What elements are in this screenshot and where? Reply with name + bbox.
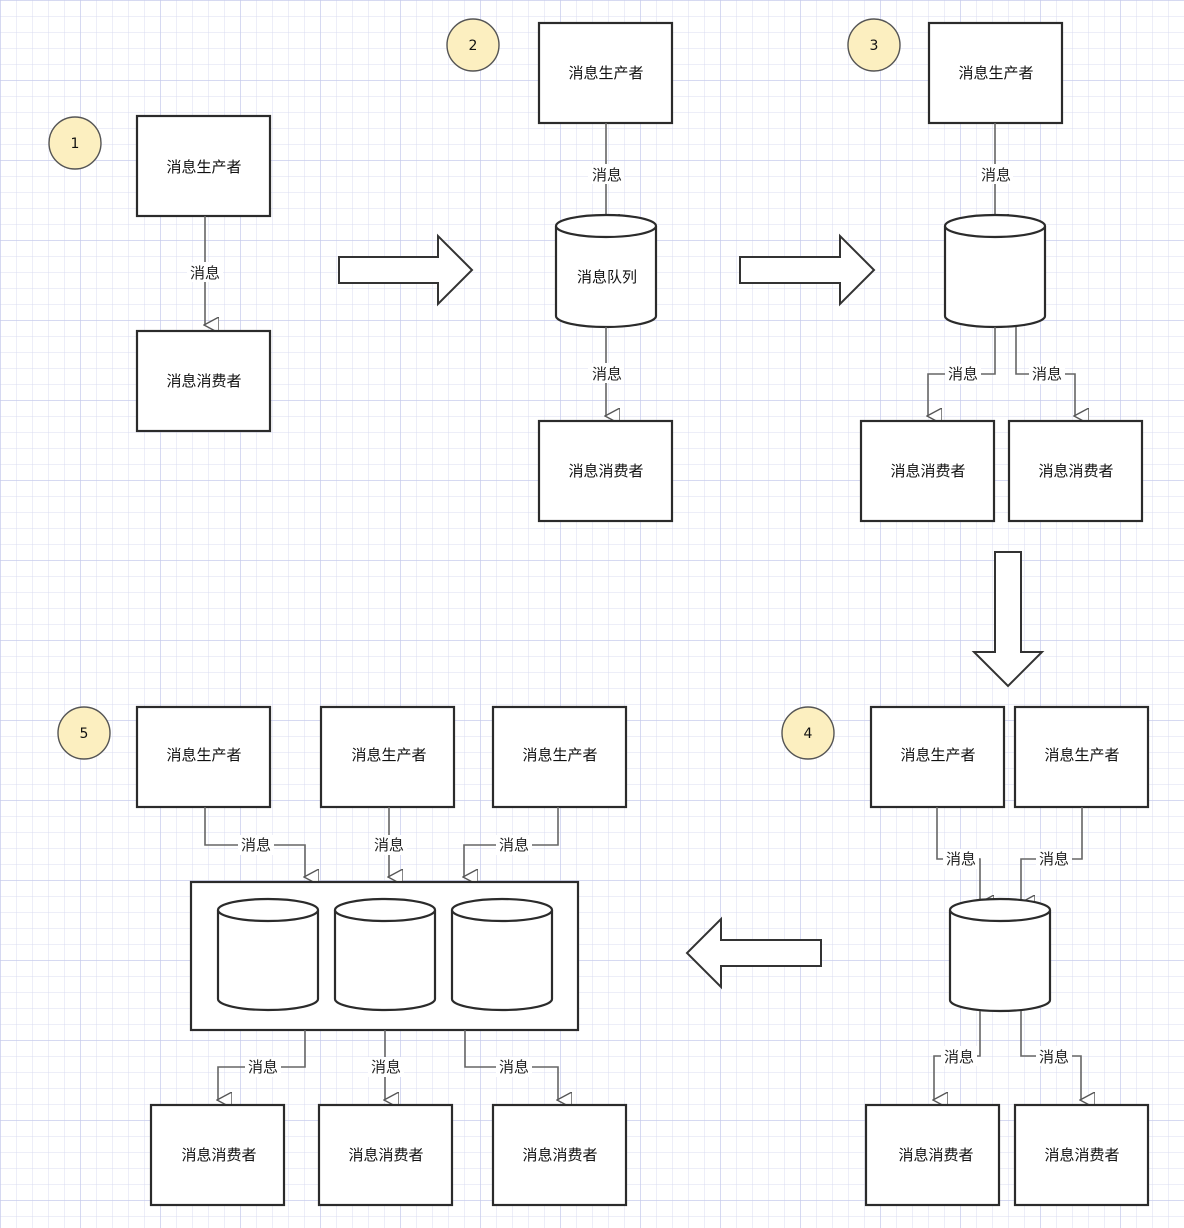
consumer-box[interactable]	[149, 1103, 286, 1207]
consumer-label: 消息消费者	[166, 372, 241, 390]
step-badge-5	[57, 706, 111, 760]
step-number-4: 4	[804, 726, 813, 742]
producer-label: 消息生产者	[900, 746, 975, 764]
message-label: 消息	[948, 365, 978, 383]
message-label: 消息	[1039, 1048, 1069, 1066]
consumer-label: 消息消费者	[898, 1146, 973, 1164]
message-label: 消息	[374, 836, 404, 854]
transition-arrow-left	[685, 916, 822, 990]
message-label: 消息	[499, 1058, 529, 1076]
consumer-box[interactable]	[135, 329, 272, 433]
queue-cylinder[interactable]	[943, 213, 1047, 329]
producer-box[interactable]	[927, 21, 1064, 125]
consumer-box[interactable]	[1007, 419, 1144, 523]
consumer-label: 消息消费者	[890, 462, 965, 480]
producer-label: 消息生产者	[522, 746, 597, 764]
message-label: 消息	[248, 1058, 278, 1076]
message-label: 消息	[190, 264, 220, 282]
consumer-box[interactable]	[317, 1103, 454, 1207]
step-badge-4	[781, 706, 835, 760]
producer-label: 消息生产者	[166, 158, 241, 176]
message-label: 消息	[241, 836, 271, 854]
consumer-box[interactable]	[859, 419, 996, 523]
consumer-label: 消息消费者	[568, 462, 643, 480]
consumer-label: 消息消费者	[1044, 1146, 1119, 1164]
step-badge-3	[847, 18, 901, 72]
step-4: 4 消息生产者 消息生产者 消息 消息 消息 消息 消息消费者 消息消费者	[781, 705, 1150, 1207]
message-label: 消息	[371, 1058, 401, 1076]
producer-label: 消息生产者	[351, 746, 426, 764]
producer-label: 消息生产者	[1044, 746, 1119, 764]
step-number-1: 1	[71, 136, 80, 152]
message-label: 消息	[1032, 365, 1062, 383]
producer-box[interactable]	[491, 705, 628, 809]
step-3: 3 消息生产者 消息 消息 消息 消息消费者 消息消费者	[847, 18, 1144, 523]
producer-box[interactable]	[135, 705, 272, 809]
producer-label: 消息生产者	[166, 746, 241, 764]
step-number-3: 3	[870, 38, 879, 54]
message-label: 消息	[981, 166, 1011, 184]
step-1: 1 消息生产者 消息 消息消费者	[48, 114, 272, 433]
message-label: 消息	[592, 365, 622, 383]
step-number-2: 2	[469, 38, 478, 54]
message-label: 消息	[499, 836, 529, 854]
producer-box[interactable]	[135, 114, 272, 218]
consumer-label: 消息消费者	[1038, 462, 1113, 480]
step-number-5: 5	[80, 726, 89, 742]
consumer-box[interactable]	[864, 1103, 1001, 1207]
consumer-box[interactable]	[1013, 1103, 1150, 1207]
message-label: 消息	[592, 166, 622, 184]
producer-label: 消息生产者	[568, 64, 643, 82]
queue-cylinder[interactable]	[216, 897, 320, 1012]
queue-cylinder[interactable]	[948, 897, 1052, 1013]
consumer-box[interactable]	[491, 1103, 628, 1207]
message-queue-cylinder[interactable]	[554, 213, 658, 329]
step-badge-2	[446, 18, 500, 72]
message-label: 消息	[944, 1048, 974, 1066]
step-2: 2 消息生产者 消息 消息队列 消息 消息消费者	[446, 18, 674, 523]
queue-label: 消息队列	[577, 268, 637, 286]
consumer-label: 消息消费者	[181, 1146, 256, 1164]
message-label: 消息	[946, 850, 976, 868]
transition-arrow-right	[739, 233, 876, 307]
transition-arrow-down	[971, 551, 1045, 688]
step-badge-1	[48, 116, 102, 170]
consumer-label: 消息消费者	[348, 1146, 423, 1164]
producer-box[interactable]	[319, 705, 456, 809]
queue-cylinder[interactable]	[333, 897, 437, 1012]
message-label: 消息	[1039, 850, 1069, 868]
consumer-label: 消息消费者	[522, 1146, 597, 1164]
queue-cylinder[interactable]	[450, 897, 554, 1012]
transition-arrow-right	[338, 233, 474, 307]
consumer-box[interactable]	[537, 419, 674, 523]
producer-label: 消息生产者	[958, 64, 1033, 82]
step-5: 5 消息生产者 消息生产者 消息生产者 消息 消息 消息 消息	[57, 705, 628, 1207]
